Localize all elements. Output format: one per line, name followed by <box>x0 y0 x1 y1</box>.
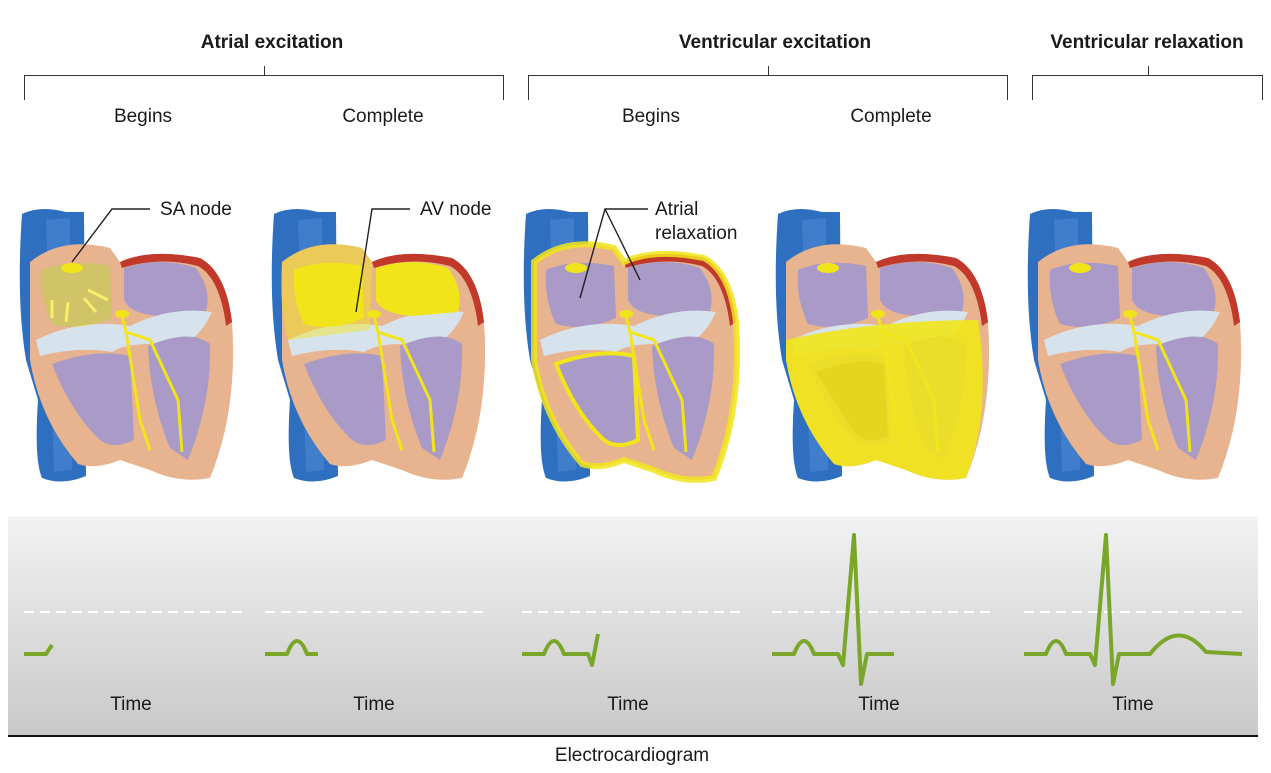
ecg-trace-4 <box>772 535 894 684</box>
time-label-3: Time <box>607 694 649 716</box>
time-label-1: Time <box>110 694 152 716</box>
ecg-trace-3 <box>522 634 598 665</box>
time-label-5: Time <box>1112 694 1154 716</box>
time-label-2: Time <box>353 694 395 716</box>
ecg-trace-1 <box>24 645 52 654</box>
ecg-title: Electrocardiogram <box>555 745 709 767</box>
ecg-trace-5 <box>1024 535 1242 684</box>
ecg-trace-2 <box>265 641 318 654</box>
time-label-4: Time <box>858 694 900 716</box>
